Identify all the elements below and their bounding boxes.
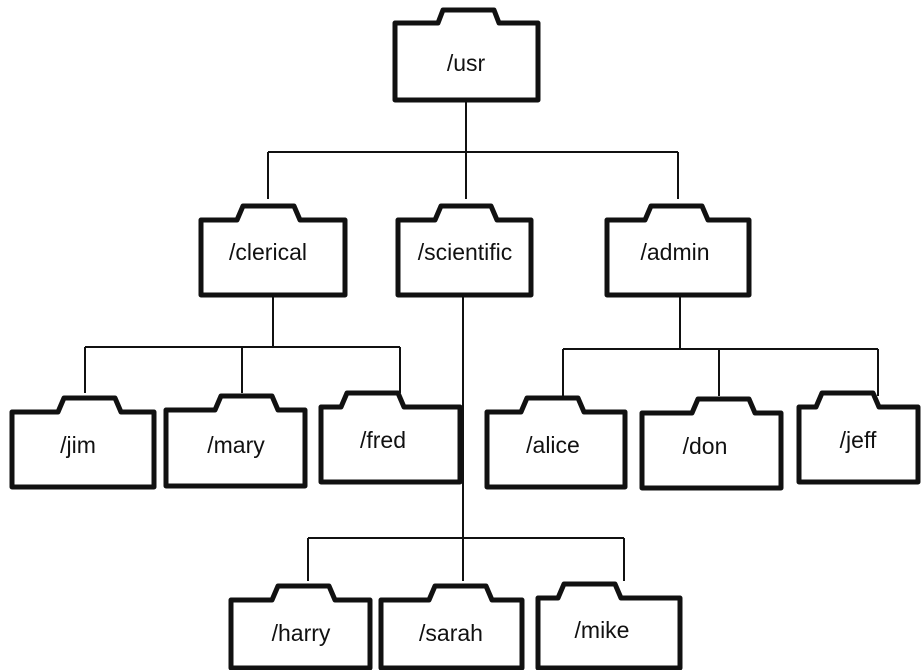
folder-harry-label: /harry xyxy=(272,620,331,646)
folder-mike: /mike xyxy=(535,581,683,670)
folder-jim-label: /jim xyxy=(60,432,96,458)
folder-admin-label: /admin xyxy=(640,239,709,265)
folder-mike-icon xyxy=(535,581,683,670)
folder-harry-icon xyxy=(228,583,373,670)
folder-alice: /alice xyxy=(484,395,628,490)
folder-clerical-icon xyxy=(198,203,348,298)
connector-admin-to-children xyxy=(562,296,879,396)
folder-don-label: /don xyxy=(683,433,728,459)
folder-admin: /admin xyxy=(604,203,752,298)
folder-clerical: /clerical xyxy=(198,203,348,298)
folder-harry: /harry xyxy=(228,583,373,670)
folder-alice-label: /alice xyxy=(526,432,580,458)
folder-sarah: /sarah xyxy=(378,583,525,670)
folder-scientific-label: /scientific xyxy=(418,239,513,265)
folder-fred: /fred xyxy=(318,390,463,485)
folder-jeff: /jeff xyxy=(796,390,921,485)
folder-alice-icon xyxy=(484,395,628,490)
folder-sarah-icon xyxy=(378,583,525,670)
folder-jeff-icon xyxy=(796,390,921,485)
folder-jim-icon xyxy=(9,395,157,490)
folder-fred-icon xyxy=(318,390,463,485)
folder-don: /don xyxy=(639,396,784,491)
connector-scientific-to-children xyxy=(307,296,625,581)
folder-mary-label: /mary xyxy=(207,432,265,458)
folder-sarah-label: /sarah xyxy=(419,620,483,646)
folder-usr: /usr xyxy=(392,7,541,103)
folder-mary: /mary xyxy=(163,393,308,489)
folder-fred-label: /fred xyxy=(360,427,406,453)
folder-admin-icon xyxy=(604,203,752,298)
folder-clerical-label: /clerical xyxy=(229,239,307,265)
folder-scientific-icon xyxy=(395,203,534,298)
folder-don-icon xyxy=(639,396,784,491)
folder-mary-icon xyxy=(163,393,308,489)
folder-jim: /jim xyxy=(9,395,157,490)
folder-jeff-label: /jeff xyxy=(840,427,877,453)
folder-usr-label: /usr xyxy=(447,50,486,76)
folder-usr-icon xyxy=(392,7,541,103)
connector-clerical-to-children xyxy=(84,296,401,393)
connector-usr-to-groups xyxy=(267,101,679,199)
folder-scientific: /scientific xyxy=(395,203,534,298)
connectors xyxy=(84,101,879,581)
folder-mike-label: /mike xyxy=(575,617,630,643)
